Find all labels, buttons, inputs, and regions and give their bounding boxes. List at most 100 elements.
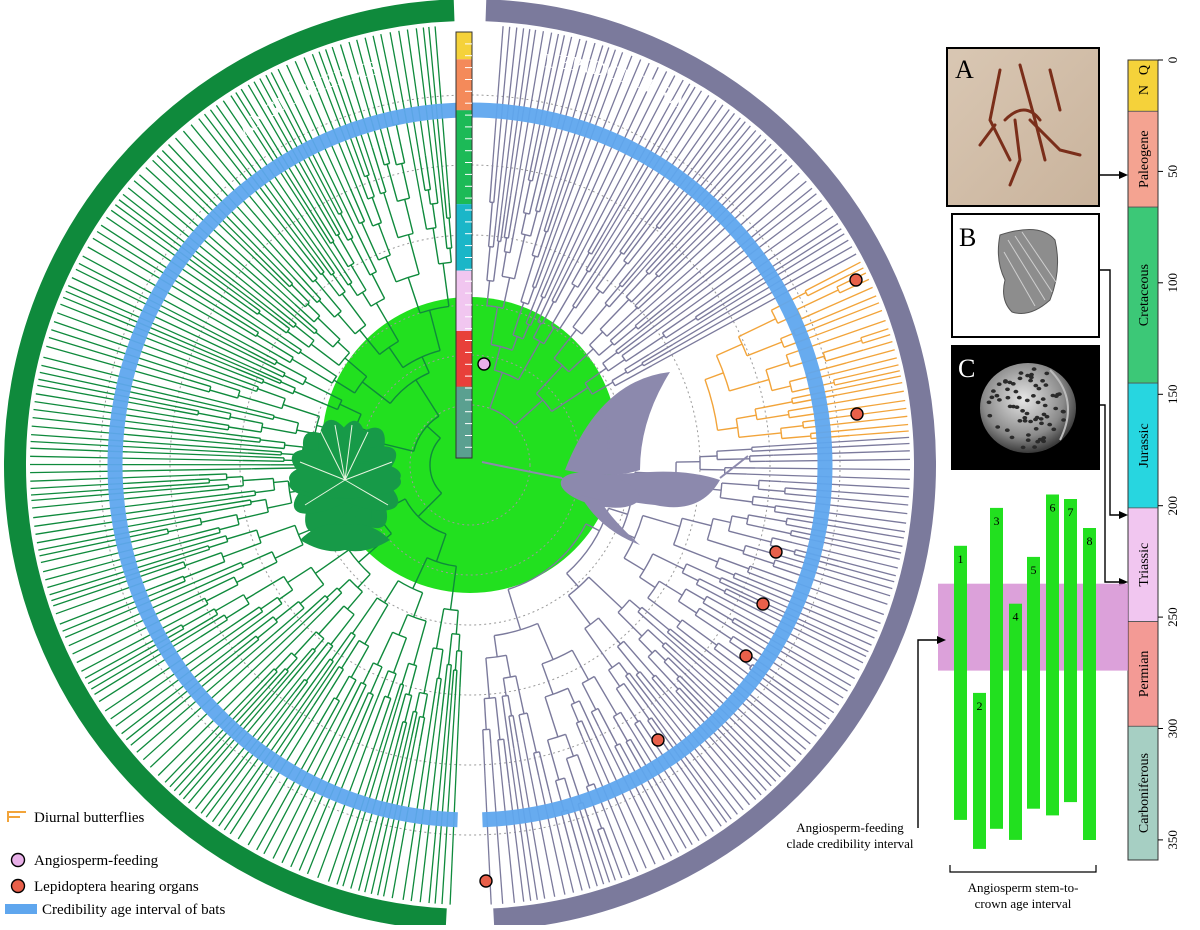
tree-branch (193, 604, 208, 612)
pollen-pore (1039, 417, 1044, 421)
tree-branch (195, 528, 219, 534)
timescale-tick-label: 0 (1165, 57, 1180, 64)
tree-node-arc (489, 247, 494, 248)
tree-node-arc (705, 380, 718, 431)
timescale-tick-label: 250 (1165, 607, 1180, 627)
pollen-pore (1036, 401, 1041, 405)
tree-node-arc (369, 693, 374, 695)
pollen-pore (1033, 384, 1038, 388)
tree-branch (571, 705, 578, 723)
tree-node-arc (370, 272, 376, 275)
stem-crown-label-line1: Angiosperm stem-to- (968, 880, 1079, 895)
tree-node-arc (228, 425, 229, 429)
tree-branch (367, 176, 374, 197)
tree-branch (216, 595, 244, 611)
tree-branch (234, 378, 258, 387)
tree-node-arc (296, 423, 298, 434)
tree-node-arc (502, 276, 514, 279)
tree-tip (630, 126, 750, 271)
tree-branch (450, 248, 451, 262)
tree-node-arc (786, 355, 790, 367)
pollen-pore (1011, 405, 1016, 409)
tree-branch (161, 581, 186, 591)
tree-branch (344, 680, 356, 702)
tree-branch (493, 225, 495, 247)
pollen-pore (1041, 397, 1046, 401)
tree-node-arc (397, 198, 409, 201)
tree-tip (500, 762, 514, 903)
tree-branch (698, 310, 714, 320)
tree-node-arc (747, 515, 749, 524)
tree-branch (361, 693, 369, 710)
tree-branch (528, 287, 534, 304)
tree-branch (194, 479, 209, 480)
tree-tip (34, 410, 226, 434)
tree-branch (281, 382, 295, 388)
tree-branch (350, 284, 358, 296)
tree-branch (599, 618, 621, 644)
hearing-organ-marker (851, 408, 863, 420)
tree-branch (545, 697, 558, 737)
tree-branch (414, 593, 423, 617)
tree-tip (837, 262, 861, 274)
tree-branch (495, 698, 500, 740)
tree-node-arc (788, 411, 789, 418)
pollen-pore (1044, 383, 1049, 387)
tree-branch (589, 577, 622, 608)
tree-branch (333, 242, 348, 267)
blue-bar-icon (5, 904, 37, 914)
period-label-cretaceous: Cretaceous (1137, 264, 1152, 326)
tree-branch (201, 426, 228, 430)
tree-branch (399, 615, 408, 635)
pollen-pore (995, 425, 1000, 429)
tree-branch (801, 311, 820, 319)
tree-branch (327, 588, 337, 598)
tree-branch (351, 265, 366, 290)
tree-branch (224, 386, 240, 391)
tree-branch (285, 249, 313, 282)
tree-branch (284, 375, 303, 384)
hearing-organ-marker (652, 734, 664, 746)
tree-branch (506, 655, 510, 677)
tree-branch (568, 688, 575, 703)
tree-branch (209, 479, 227, 480)
tree-branch (490, 729, 491, 743)
period-label-permian: Permian (1137, 651, 1152, 698)
pollen-pore (987, 401, 992, 405)
pollen-pore (1025, 399, 1030, 403)
tree-branch (409, 711, 413, 730)
tree-node-arc (743, 546, 746, 554)
tree-branch (612, 372, 626, 381)
tree-branch (238, 396, 282, 409)
tree-branch (586, 256, 594, 270)
pollen-pore (1014, 390, 1019, 394)
pollen-pore (990, 396, 995, 400)
tree-branch (201, 515, 237, 523)
pollen-pore (1003, 380, 1008, 384)
tree-branch (258, 622, 278, 638)
tree-tip (839, 567, 894, 582)
pollen-pore (1061, 418, 1066, 422)
tree-branch (716, 567, 735, 575)
connector-arrowheads (1119, 171, 1128, 586)
geologic-timescale: NQPaleogeneCretaceousJurassicTriassicPer… (1128, 57, 1180, 860)
tree-branch (326, 701, 339, 725)
tree-branch (419, 718, 424, 747)
tree-branch (548, 211, 555, 232)
tree-node-arc (486, 655, 506, 658)
tree-tip (196, 660, 315, 809)
tree-branch (509, 716, 514, 748)
tree-branch (566, 734, 574, 756)
tree-node-arc (494, 624, 538, 636)
tree-branch (786, 524, 807, 528)
interval-bar-label: 4 (1013, 610, 1019, 624)
tree-node-arc (548, 734, 566, 740)
pollen-pore (1026, 438, 1031, 442)
tree-branch (573, 291, 600, 327)
tree-branch (246, 577, 284, 600)
tree-node-arc (695, 608, 699, 615)
tree-branch (278, 671, 289, 683)
tree-branch (338, 342, 350, 353)
tree-node-arc (484, 698, 495, 699)
tree-branch (636, 675, 661, 706)
